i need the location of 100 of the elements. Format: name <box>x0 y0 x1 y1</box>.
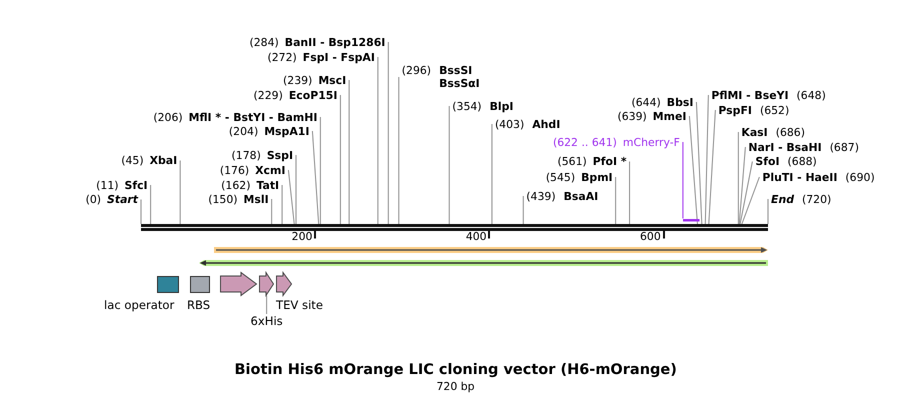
leader-line <box>738 132 739 224</box>
enzyme-name: MslI <box>244 192 269 206</box>
tick-label: 200 <box>292 230 312 242</box>
position-label: (720) <box>802 192 832 206</box>
leader-line <box>688 116 698 224</box>
position-label: (162) <box>221 178 250 192</box>
position-label: (272) <box>268 50 297 64</box>
position-label: (239) <box>283 74 312 86</box>
leader-line <box>740 161 753 224</box>
leader-line <box>704 94 709 224</box>
enzyme-name: BssSαI <box>439 77 480 90</box>
feature-label: 6xHis <box>250 314 283 328</box>
position-label: (644) <box>631 96 661 108</box>
tick-label: 600 <box>640 230 661 242</box>
feature-block <box>259 272 274 296</box>
leader-line <box>140 199 142 224</box>
diagram-title: Biotin His6 mOrange LIC cloning vector (H6-mOrange) <box>234 362 677 379</box>
enzyme-name: EcoP15I <box>288 88 338 102</box>
feature-block <box>220 272 257 296</box>
position-label: (652) <box>760 104 790 116</box>
enzyme-name: SfoI <box>755 155 780 168</box>
enzyme-name: BssSI <box>439 64 474 77</box>
feature-track <box>214 246 768 254</box>
position-label: (403) <box>494 118 524 130</box>
position-label: (0) <box>86 193 102 206</box>
leader-line <box>615 176 616 224</box>
position-label: (545) <box>546 170 576 184</box>
enzyme-name: FspI - FspAI <box>302 50 375 64</box>
sequence-length: 720 bp <box>436 380 475 393</box>
position-label: (296) <box>402 64 432 77</box>
leader-line <box>388 42 389 224</box>
leader-line <box>629 161 630 224</box>
leader-line <box>320 116 321 224</box>
enzyme-name: MspA1I <box>264 124 310 138</box>
leader-line <box>682 142 684 219</box>
sequence-backbone <box>141 224 768 231</box>
position-label: (686) <box>776 126 805 138</box>
terminus-label: End <box>771 192 794 206</box>
feature-label: TEV site <box>276 298 323 312</box>
leader-line <box>738 146 746 224</box>
enzyme-name: TatI <box>256 178 280 192</box>
enzyme-name: PfoI * <box>592 155 627 168</box>
leader-line <box>696 102 702 224</box>
enzyme-name: MflI * - BstYI - BamHI <box>188 110 318 124</box>
leader-line <box>150 184 152 224</box>
enzyme-name: SspI <box>266 148 294 162</box>
position-label: (45) <box>121 154 144 167</box>
feature-track <box>199 259 768 267</box>
enzyme-name: MscI <box>318 74 346 86</box>
position-label: (204) <box>228 124 258 138</box>
leader-line <box>180 160 181 224</box>
position-label: (11) <box>96 178 118 192</box>
enzyme-name: NarI - BsaHI <box>748 140 822 154</box>
position-label: (229) <box>254 88 283 102</box>
enzyme-name: AhdI <box>532 118 560 130</box>
leader-line <box>288 170 295 224</box>
position-label: (284) <box>249 36 279 48</box>
enzyme-name: PspFI <box>718 104 752 116</box>
leader-line <box>491 124 492 224</box>
position-label: (150) <box>208 192 238 206</box>
leader-line <box>340 94 341 224</box>
position-label: (688) <box>788 155 817 168</box>
enzyme-name: XbaI <box>150 154 178 167</box>
primer-bar <box>682 218 700 221</box>
leader-line <box>282 184 283 224</box>
leader-line <box>266 295 268 314</box>
enzyme-name: PflMI - BseYI <box>711 88 789 102</box>
enzyme-name: BlpI <box>490 100 514 112</box>
leader-line <box>348 80 350 224</box>
terminus-label: Start <box>107 193 138 206</box>
position-label: (690) <box>845 170 875 184</box>
feature-label: RBS <box>187 298 210 312</box>
enzyme-name: BsaAI <box>564 190 598 202</box>
position-label: (687) <box>830 140 859 154</box>
position-label: (354) <box>452 100 482 112</box>
position-label: (622 .. 641) <box>552 136 617 148</box>
tick-label: 400 <box>466 230 487 242</box>
position-label: (206) <box>153 110 183 124</box>
enzyme-name: BpmI <box>581 170 613 184</box>
leader-line <box>312 130 320 224</box>
position-label: (178) <box>232 148 261 162</box>
leader-line <box>377 56 378 224</box>
leader-line <box>398 76 400 224</box>
enzyme-name: KasI <box>741 126 768 138</box>
leader-line <box>448 106 450 224</box>
position-label: (561) <box>558 155 587 168</box>
leader-line <box>708 110 716 224</box>
enzyme-name: BanII - Bsp1286I <box>284 36 386 48</box>
enzyme-name: XcmI <box>255 164 286 176</box>
primer-name: mCherry-F <box>622 136 680 148</box>
enzyme-name: MmeI <box>652 110 686 122</box>
position-label: (648) <box>796 88 826 102</box>
leader-line <box>296 154 297 224</box>
position-label: (439) <box>526 190 556 202</box>
enzyme-name: PluTI - HaeII <box>762 170 838 184</box>
enzyme-name: SfcI <box>124 178 148 192</box>
leader-line <box>271 198 272 224</box>
leader-line <box>741 176 760 224</box>
feature-label: lac operator <box>104 298 174 312</box>
position-label: (176) <box>220 164 250 176</box>
